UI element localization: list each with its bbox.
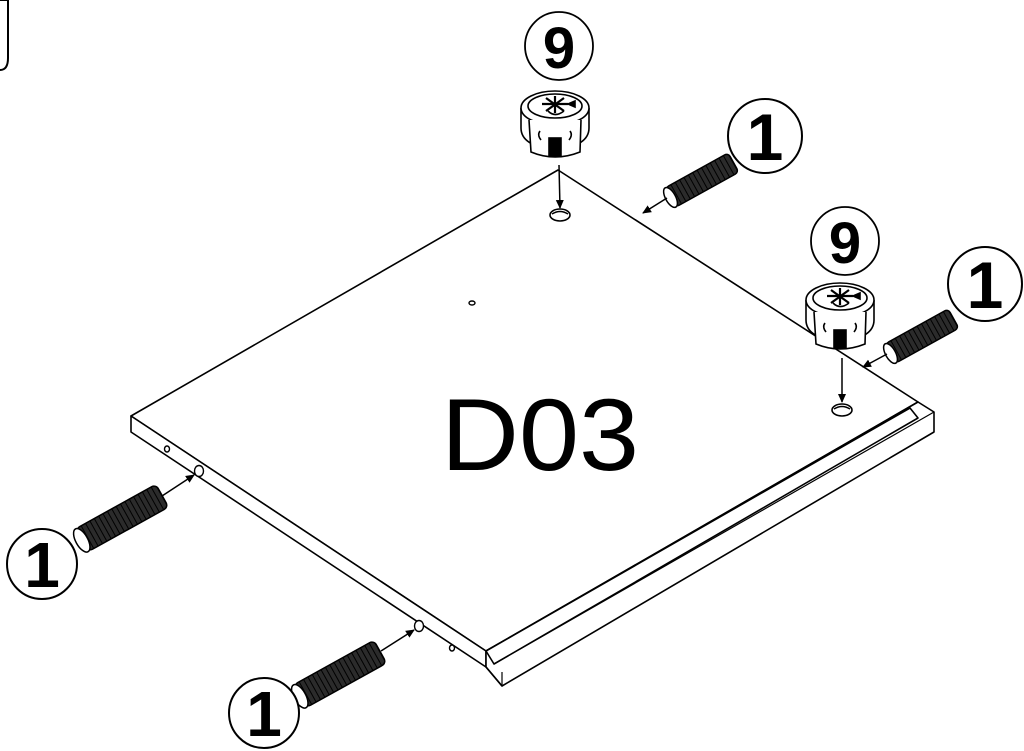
- callout-dowel-left-upper: 1: [6, 528, 78, 601]
- callout-dowel-left-lower-number: 1: [246, 678, 282, 750]
- dowel-left-lower: [290, 641, 386, 709]
- callout-dowel-right-number: 1: [967, 248, 1004, 322]
- dowel-left-upper: [72, 485, 168, 553]
- callout-cam-right: 9: [810, 206, 880, 276]
- cam-lock-right: [805, 282, 875, 350]
- center-hole: [468, 300, 476, 306]
- dowel-top: [662, 153, 739, 209]
- panel-label: D03: [441, 378, 639, 492]
- callout-dowel-right: 1: [947, 246, 1023, 322]
- arrow-dowel-right: [862, 353, 888, 368]
- arrow-cam-top: [555, 164, 564, 209]
- cam-hole-right: [831, 403, 853, 417]
- callout-cam-top: 9: [524, 11, 594, 81]
- callout-dowel-top-number: 1: [747, 100, 784, 174]
- arrow-dowel-left-upper: [161, 474, 195, 497]
- arrow-dowel-top: [642, 197, 668, 214]
- callout-dowel-left-upper-number: 1: [24, 529, 60, 601]
- frame-corner: [0, 0, 9, 71]
- callout-cam-right-number: 9: [829, 211, 861, 276]
- panel-groove: [485, 407, 919, 665]
- callout-dowel-left-lower: 1: [228, 677, 300, 750]
- callout-dowel-top: 1: [727, 98, 803, 174]
- insertion-arrows: [161, 164, 888, 652]
- cam-hole-top: [549, 208, 571, 222]
- panel-d03: [130, 169, 935, 687]
- callout-cam-top-number: 9: [543, 16, 575, 81]
- edge-holes: [163, 445, 456, 652]
- cam-lock-top: [520, 90, 590, 158]
- arrow-dowel-left-lower: [380, 629, 415, 652]
- dowel-right: [882, 309, 959, 365]
